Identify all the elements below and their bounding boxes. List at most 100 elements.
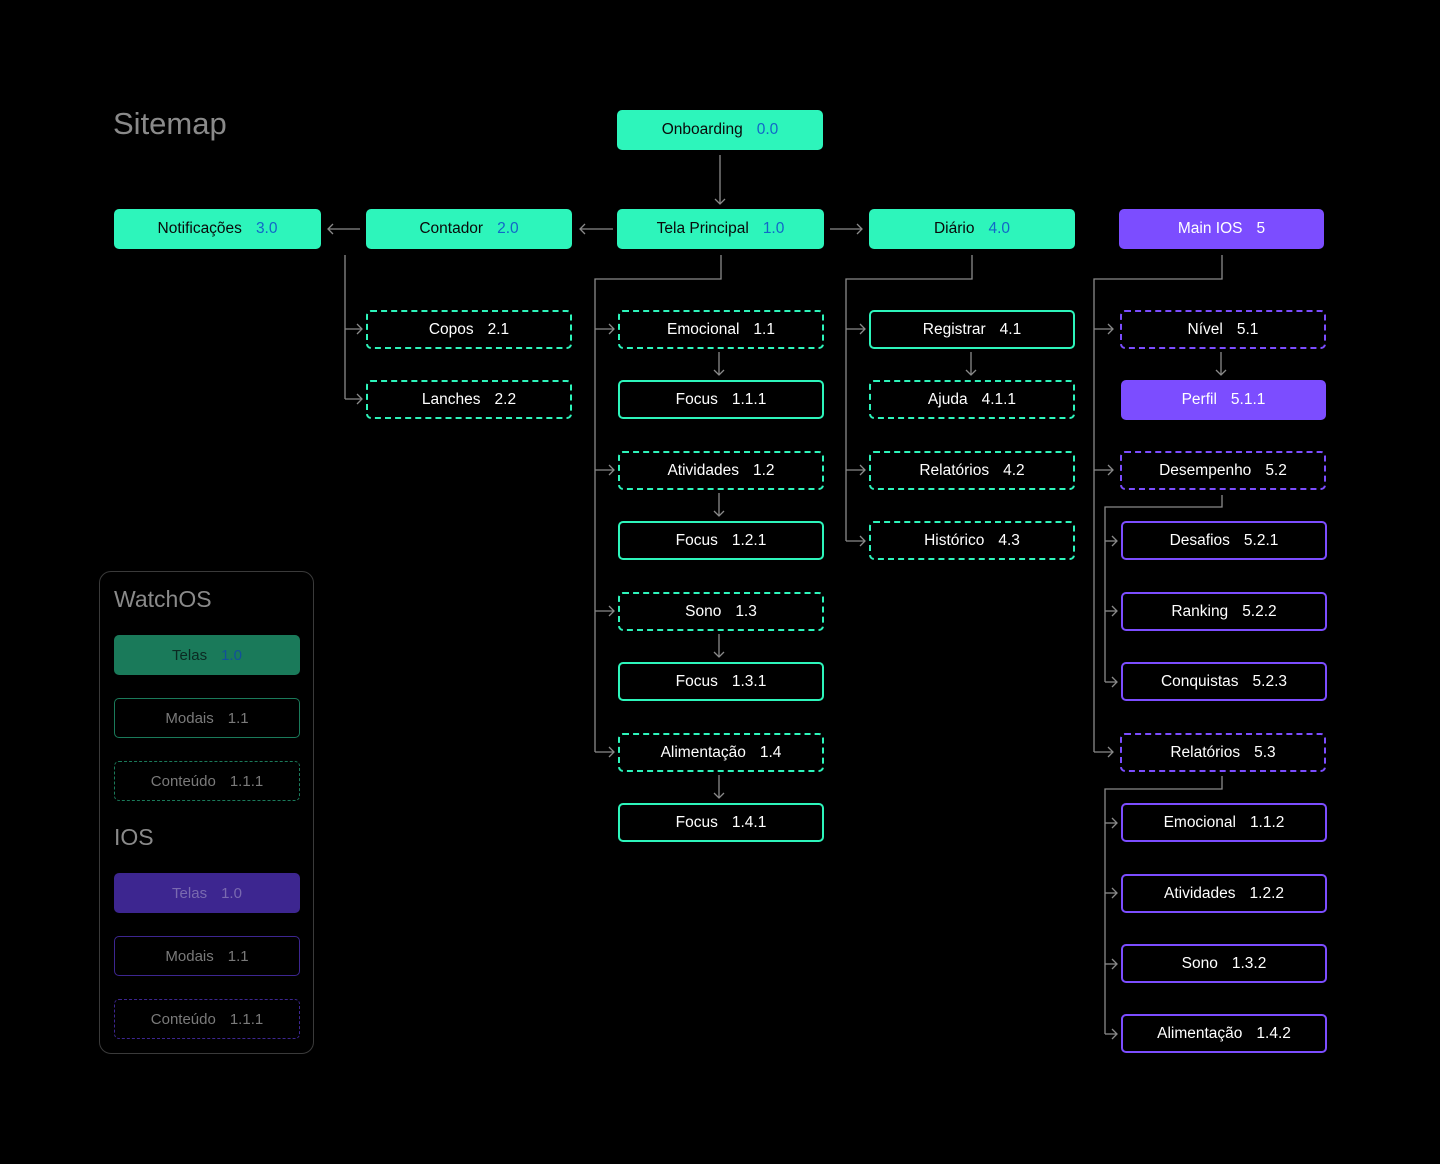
node-label: Nível <box>1187 320 1223 338</box>
node-number: 1.1.1 <box>731 390 767 408</box>
arrow-head <box>713 510 725 517</box>
arrow-head <box>1111 817 1118 829</box>
node-number: 1.3.2 <box>1231 954 1267 972</box>
arrow-head <box>965 369 977 376</box>
arrow-head <box>1107 323 1114 335</box>
node-label: Alimentação <box>660 743 746 761</box>
node-label: Relatórios <box>1170 743 1241 761</box>
arrow-head <box>714 198 726 205</box>
arrow-head <box>579 223 586 235</box>
connector <box>1104 776 1223 1034</box>
node-label: Focus <box>675 672 718 690</box>
arrow-head <box>713 792 725 799</box>
node-focus111: Focus 1.1.1 <box>618 380 824 419</box>
arrow-head <box>1111 1028 1118 1040</box>
arrow-head <box>859 464 866 476</box>
node-number: 1.3 <box>735 602 757 620</box>
node-label: Focus <box>675 813 718 831</box>
node-number: 1.3.1 <box>731 672 767 690</box>
arrow-head <box>608 605 615 617</box>
node-label: Ajuda <box>927 390 968 408</box>
arrow-head <box>1107 746 1114 758</box>
node-label: Focus <box>675 390 718 408</box>
node-number: 0.0 <box>756 121 779 138</box>
node-number: 5 <box>1256 220 1266 237</box>
node-number: 4.0 <box>988 220 1011 237</box>
arrow-head <box>608 746 615 758</box>
node-number: 1.4.1 <box>731 813 767 831</box>
node-number: 1.2 <box>752 461 775 479</box>
node-label: Emocional <box>667 320 740 338</box>
arrow-head <box>1107 464 1114 476</box>
node-number: 1.1.2 <box>1249 813 1285 831</box>
arrow-head <box>713 369 725 376</box>
node-number: 2.2 <box>494 390 517 408</box>
node-focus141: Focus 1.4.1 <box>618 803 824 842</box>
node-label: Registrar <box>922 320 986 338</box>
arrow-head <box>1111 676 1118 688</box>
node-focus131: Focus 1.3.1 <box>618 662 824 701</box>
node-relatorios42: Relatórios 4.2 <box>869 451 1075 490</box>
node-label: Notificações <box>157 220 242 237</box>
arrow-head <box>1111 605 1118 617</box>
node-number: 5.2.1 <box>1243 531 1279 549</box>
node-number: 1.2.2 <box>1249 884 1284 902</box>
page-title: Sitemap <box>113 106 227 141</box>
arrow-head <box>859 323 866 335</box>
node-label: Perfil <box>1181 391 1217 408</box>
node-number: 1.4.2 <box>1256 1024 1291 1042</box>
arrow-head <box>356 393 363 405</box>
node-number: 1.0 <box>762 220 785 237</box>
node-label: Relatórios <box>919 461 990 479</box>
node-number: 2.1 <box>487 320 510 338</box>
arrow-head <box>856 223 863 235</box>
node-alimentacao: Alimentação 1.4 <box>618 733 824 772</box>
node-number: 5.2.3 <box>1252 672 1288 690</box>
arrow-head <box>327 223 334 235</box>
arrow-head <box>1111 535 1118 547</box>
node-label: Sono <box>685 602 722 620</box>
connector <box>594 255 722 752</box>
node-label: Lanches <box>421 390 481 408</box>
node-onboarding: Onboarding 0.0 <box>617 110 823 150</box>
node-number: 3.0 <box>255 220 278 237</box>
node-lanches: Lanches 2.2 <box>366 380 572 419</box>
arrow-head <box>1111 958 1118 970</box>
node-number: 1.1 <box>753 320 775 338</box>
node-number: 4.2 <box>1003 461 1025 479</box>
legend-watchos-title: WatchOS <box>114 586 212 612</box>
node-number: 1.4 <box>759 743 782 761</box>
arrow-head <box>1111 887 1118 899</box>
node-label: Desafios <box>1169 531 1230 549</box>
node-label: Onboarding <box>661 121 743 138</box>
node-number: 4.1.1 <box>981 390 1017 408</box>
node-number: 5.2 <box>1265 461 1287 479</box>
node-notificacoes: Notificações 3.0 <box>114 209 321 249</box>
node-desafios: Desafios 5.2.1 <box>1121 521 1327 560</box>
node-label: Ranking <box>1171 602 1229 620</box>
arrow-head <box>859 535 866 547</box>
arrow-head <box>608 323 615 335</box>
